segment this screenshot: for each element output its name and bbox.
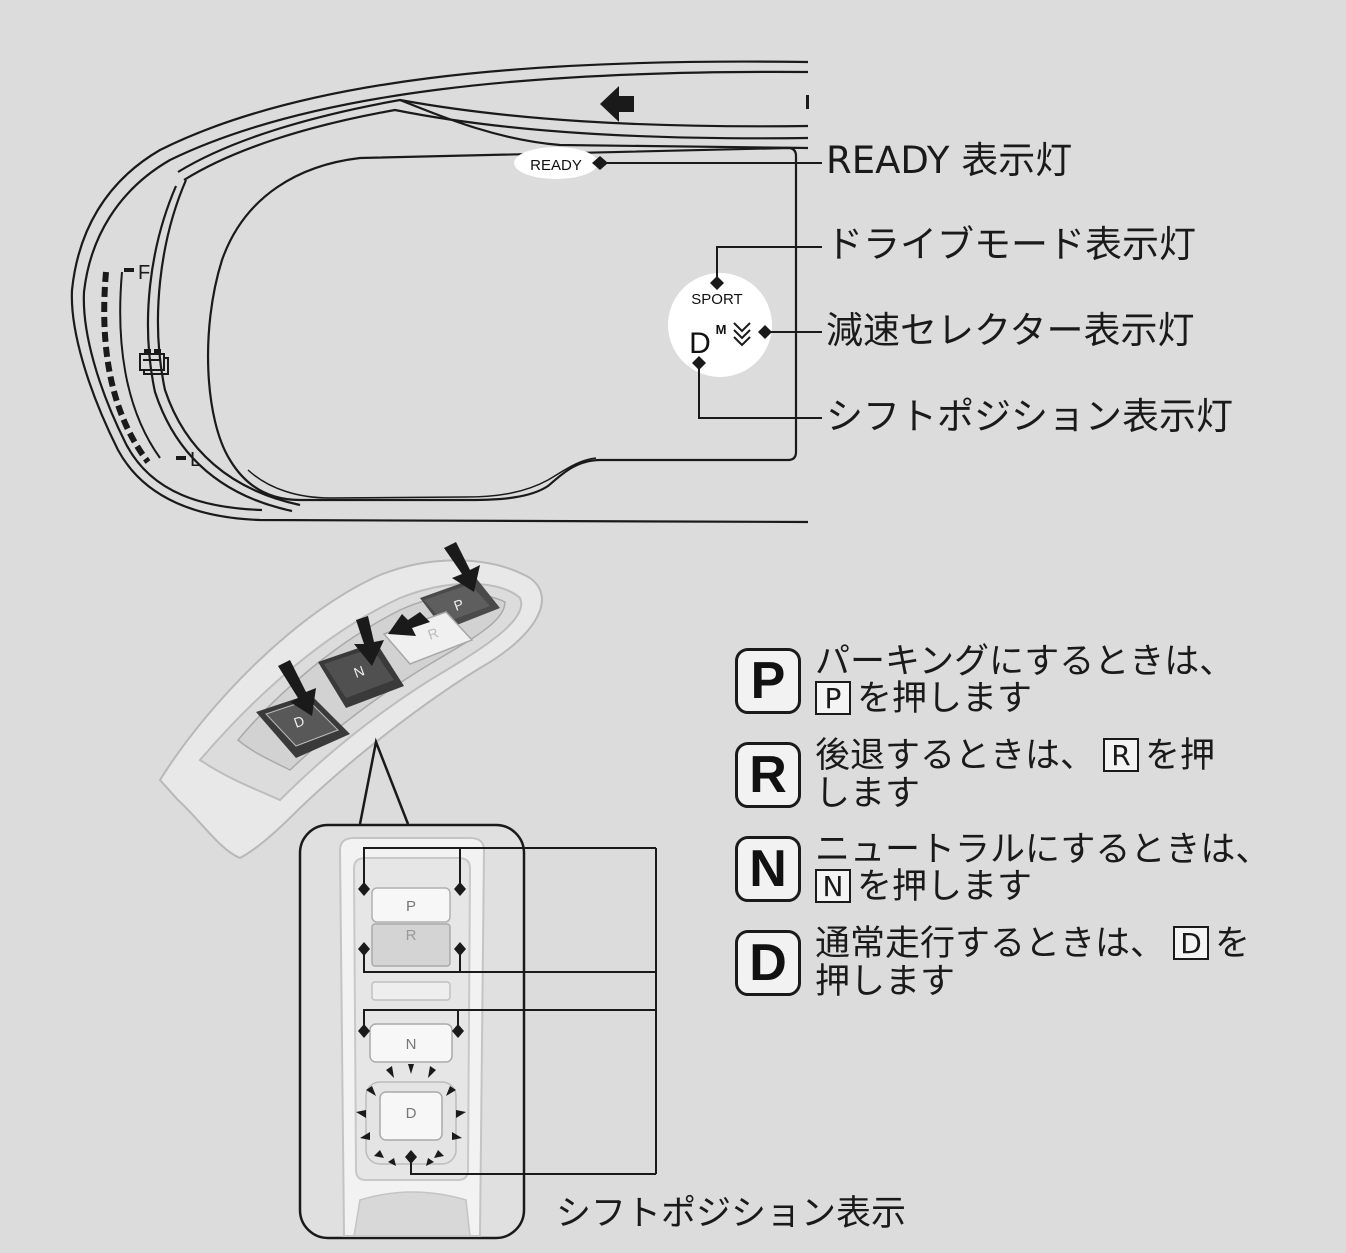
battery-icon — [139, 349, 169, 375]
shift-display-brackets — [363, 847, 657, 1175]
ready-badge-text: READY — [530, 157, 582, 174]
legend-p-line2-text: を押します — [857, 679, 1033, 719]
legend-r-line1-a: 後退するときは、 — [815, 736, 1096, 776]
shift-mode-letter: M — [716, 322, 727, 337]
fuel-gauge — [101, 268, 186, 464]
inline-key-n: N — [815, 869, 851, 903]
callout-decel: 減速セレクター表示灯 — [826, 309, 1195, 352]
legend-d-line1-a: 通常走行するときは、 — [815, 924, 1166, 964]
legend-n-line1: ニュートラルにするときは、 — [815, 830, 1271, 870]
legend-r-line1-b: を押 — [1145, 736, 1216, 776]
zoom-button-p-label: P — [406, 898, 416, 915]
inline-key-d: D — [1173, 926, 1210, 960]
d-lit-rays-icon — [356, 1064, 466, 1166]
callout-shift-display: シフトポジション表示 — [556, 1194, 907, 1234]
zoom-button-n-label: N — [406, 1036, 417, 1053]
zoom-button-n[interactable] — [369, 1023, 453, 1063]
zoom-button-r[interactable] — [371, 923, 451, 967]
turn-arrow-icon — [600, 86, 634, 122]
callout-shift-position: シフトポジション表示灯 — [826, 395, 1233, 438]
inline-key-r: R — [1103, 738, 1140, 772]
zoom-button-r-label: R — [406, 927, 417, 944]
ready-indicator — [514, 147, 598, 179]
legend-d-line2: 押します — [815, 962, 956, 1002]
legend-n-line2-text: を押します — [857, 867, 1033, 907]
legend-d-line1-b: を — [1215, 924, 1251, 964]
inline-key-p: P — [815, 681, 851, 715]
zoom-button-d[interactable] — [365, 1081, 457, 1165]
zoom-button-d-label: D — [406, 1105, 417, 1122]
press-arrows — [278, 542, 480, 716]
fuel-full-label: F — [138, 262, 150, 284]
legend-key-d: D — [735, 930, 801, 996]
legend-key-r: R — [735, 742, 801, 808]
zoom-button-p[interactable] — [371, 887, 451, 923]
legend-key-p: P — [735, 648, 801, 714]
drive-indicator-circle — [668, 273, 772, 377]
fuel-low-label: L — [190, 449, 201, 471]
legend-key-n: N — [735, 836, 801, 902]
console-button-d[interactable] — [256, 694, 350, 758]
shift-letter: D — [689, 327, 711, 360]
callout-ready: READY 表示灯 — [826, 139, 1073, 182]
meter-cluster — [70, 60, 809, 524]
legend-r-line2: します — [815, 774, 921, 814]
callout-drive-mode: ドライブモード表示灯 — [826, 223, 1196, 266]
sport-badge-text: SPORT — [691, 291, 742, 308]
decel-selector-icon — [733, 322, 751, 347]
console-button-n[interactable] — [318, 642, 404, 708]
legend-p-line1: パーキングにするときは、 — [815, 642, 1235, 682]
